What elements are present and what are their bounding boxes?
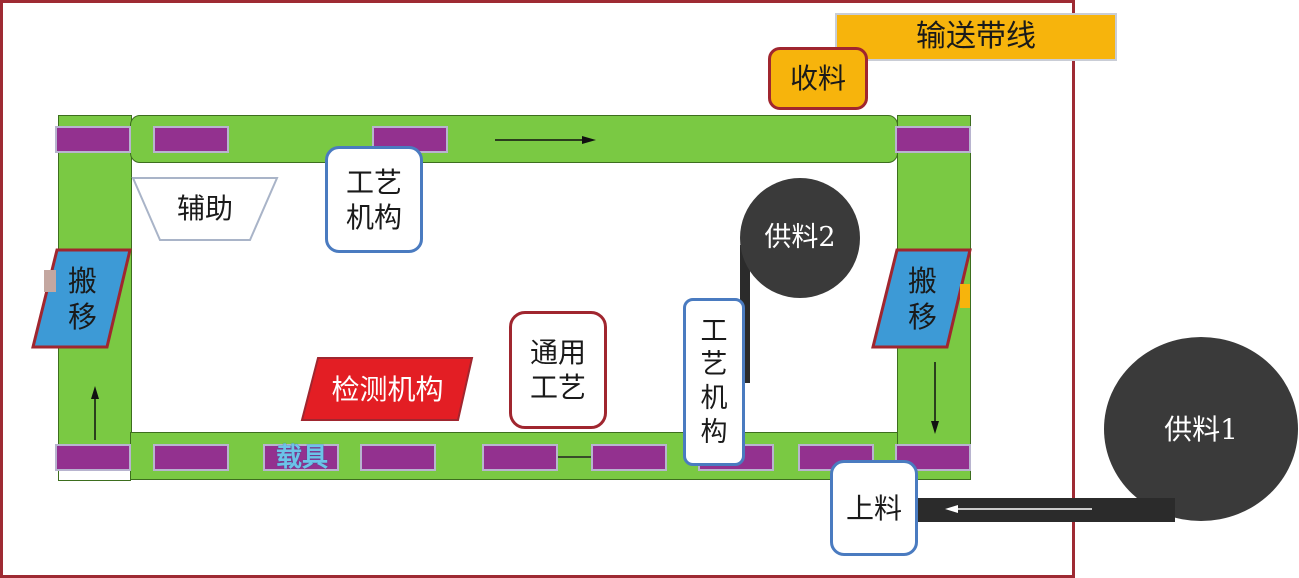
auxiliary-station: 辅助 <box>150 180 260 236</box>
general-process-station: 通用 工艺 <box>509 311 607 429</box>
supply-2-label: 供料2 <box>764 222 836 254</box>
transfer-right-shape <box>871 248 972 349</box>
inspection-shape <box>300 357 474 421</box>
pallet <box>360 444 436 471</box>
pallet <box>153 444 229 471</box>
conveyor-line-tag: 输送带线 <box>835 13 1117 61</box>
flow-arrow-left-head <box>91 386 99 399</box>
flow-arrow-feed-head <box>945 505 958 513</box>
inspection-mechanism: 检测机构 <box>305 360 470 418</box>
transfer-left: 搬 移 <box>45 256 120 342</box>
process-mechanism-top: 工艺 机构 <box>325 146 423 253</box>
pallet <box>482 444 558 471</box>
supply-1-label: 供料1 <box>1164 412 1238 446</box>
transfer-left-label: 搬 移 <box>67 263 97 334</box>
pallet <box>55 126 131 153</box>
supply-1-reel: 供料1 <box>1104 337 1298 521</box>
loading-label: 上料 <box>845 491 902 525</box>
supply-1-feed-belt <box>915 498 1175 522</box>
pallet <box>55 444 131 471</box>
transfer-left-shape <box>31 248 132 349</box>
general-process-label: 通用 工艺 <box>529 336 586 404</box>
pallet <box>153 126 229 153</box>
transfer-right-label: 搬 移 <box>907 263 937 334</box>
conveyor-line-label: 输送带线 <box>916 19 1036 55</box>
flow-arrow-top-head <box>582 136 596 144</box>
receiving-label: 收料 <box>789 62 846 95</box>
workcell-frame-top <box>0 0 1075 3</box>
carrier-label-box: 载具 <box>262 440 342 476</box>
process-mechanism-top-label: 工艺 机构 <box>345 165 402 234</box>
process-mechanism-right-label: 工 艺 机 构 <box>700 315 728 448</box>
transfer-right: 搬 移 <box>885 256 960 342</box>
flow-arrow-right-head <box>931 421 939 434</box>
process-mechanism-right: 工 艺 机 构 <box>683 298 745 466</box>
inspection-label: 检测机构 <box>331 372 444 406</box>
transfer-right-marker <box>960 284 970 308</box>
supply-2-reel: 供料2 <box>740 178 860 298</box>
supply-2-feed-bracket <box>740 245 750 383</box>
loading-station: 上料 <box>830 460 918 556</box>
workcell-frame <box>0 0 1075 578</box>
receiving-station: 收料 <box>768 47 868 110</box>
pallet <box>591 444 667 471</box>
auxiliary-trapezoid <box>131 177 279 241</box>
pallet <box>263 444 339 471</box>
conveyor-bottom-left-gap <box>58 470 131 481</box>
pallet <box>895 126 971 153</box>
carrier-label: 载具 <box>275 442 328 473</box>
transfer-left-marker <box>44 270 56 292</box>
conveyor-top-segment <box>130 115 898 163</box>
auxiliary-label: 辅助 <box>176 191 233 225</box>
